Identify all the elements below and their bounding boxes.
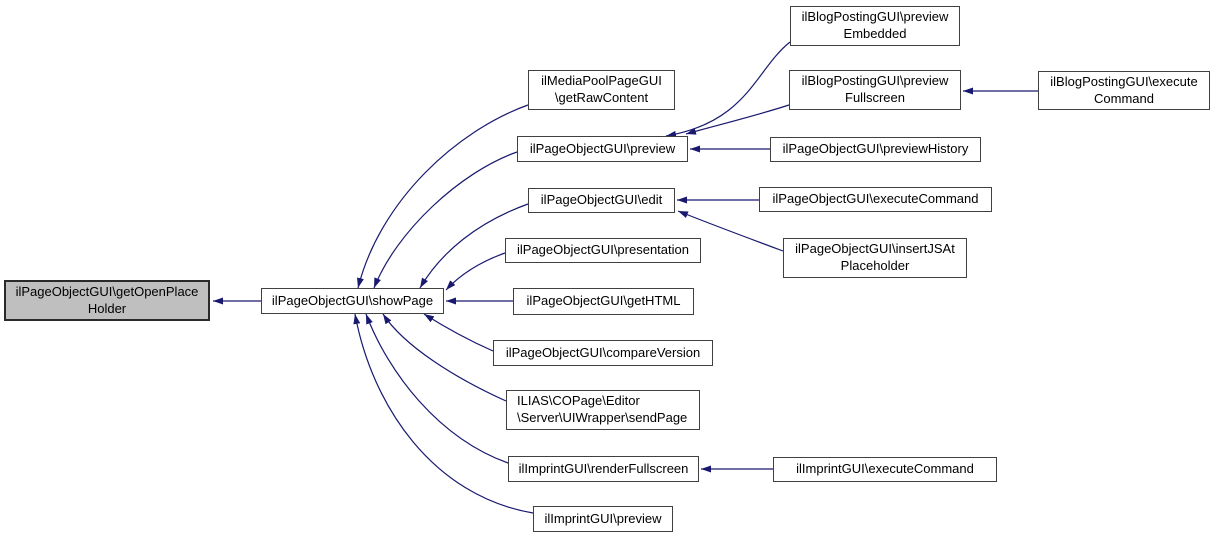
edge-previewfullscreen-to-preview: [685, 104, 790, 135]
node-ilpageobjectgui-preview[interactable]: ilPageObjectGUI\preview: [517, 136, 688, 162]
edge-previewembedded-to-preview: [665, 41, 791, 138]
node-ilblogpostinggui-previewembedded[interactable]: ilBlogPostingGUI\preview Embedded: [790, 6, 960, 46]
node-ilpageobjectgui-previewhistory[interactable]: ilPageObjectGUI\previewHistory: [770, 137, 981, 162]
node-ilias-copage-editor-server-uiwrapper-sendpage[interactable]: ILIAS\COPage\Editor \Server\UIWrapper\se…: [506, 390, 700, 430]
edge-compareversion-to-showpage: [423, 313, 494, 352]
node-ilblogpostinggui-executecommand[interactable]: ilBlogPostingGUI\execute Command: [1038, 71, 1210, 110]
node-ilpageobjectgui-edit[interactable]: ilPageObjectGUI\edit: [528, 188, 675, 213]
node-ilpageobjectgui-showpage[interactable]: ilPageObjectGUI\showPage: [261, 288, 444, 314]
node-ilpageobjectgui-getopenplaceholder: ilPageObjectGUI\getOpenPlace Holder: [4, 280, 210, 321]
edge-preview-to-showpage: [373, 151, 518, 289]
node-ilimprintgui-preview[interactable]: ilImprintGUI\preview: [533, 506, 673, 532]
node-ilpageobjectgui-insertjsatplaceholder[interactable]: ilPageObjectGUI\insertJSAt Placeholder: [783, 238, 967, 278]
node-ilmediapoolpagegui-getrawcontent[interactable]: ilMediaPoolPageGUI \getRawContent: [528, 70, 675, 110]
edge-renderfullscreen-to-showpage: [365, 313, 509, 464]
edge-imprintpreview-to-showpage: [353, 313, 534, 514]
node-ilpageobjectgui-executecommand[interactable]: ilPageObjectGUI\executeCommand: [759, 187, 992, 212]
edge-getrawcontent-to-showpage: [357, 104, 529, 289]
edge-insertjsatplaceholder-to-edit: [677, 210, 784, 252]
node-ilimprintgui-renderfullscreen[interactable]: ilImprintGUI\renderFullscreen: [508, 456, 699, 482]
node-ilpageobjectgui-presentation[interactable]: ilPageObjectGUI\presentation: [505, 238, 701, 263]
node-ilimprintgui-executecommand[interactable]: ilImprintGUI\executeCommand: [773, 457, 997, 482]
edge-sendpage-to-showpage: [382, 313, 507, 402]
edge-edit-to-showpage: [419, 203, 529, 289]
node-ilpageobjectgui-gethtml[interactable]: ilPageObjectGUI\getHTML: [513, 288, 694, 315]
node-ilblogpostinggui-previewfullscreen[interactable]: ilBlogPostingGUI\preview Fullscreen: [789, 70, 961, 110]
edge-presentation-to-showpage: [445, 252, 506, 291]
node-ilpageobjectgui-compareversion[interactable]: ilPageObjectGUI\compareVersion: [493, 340, 713, 366]
